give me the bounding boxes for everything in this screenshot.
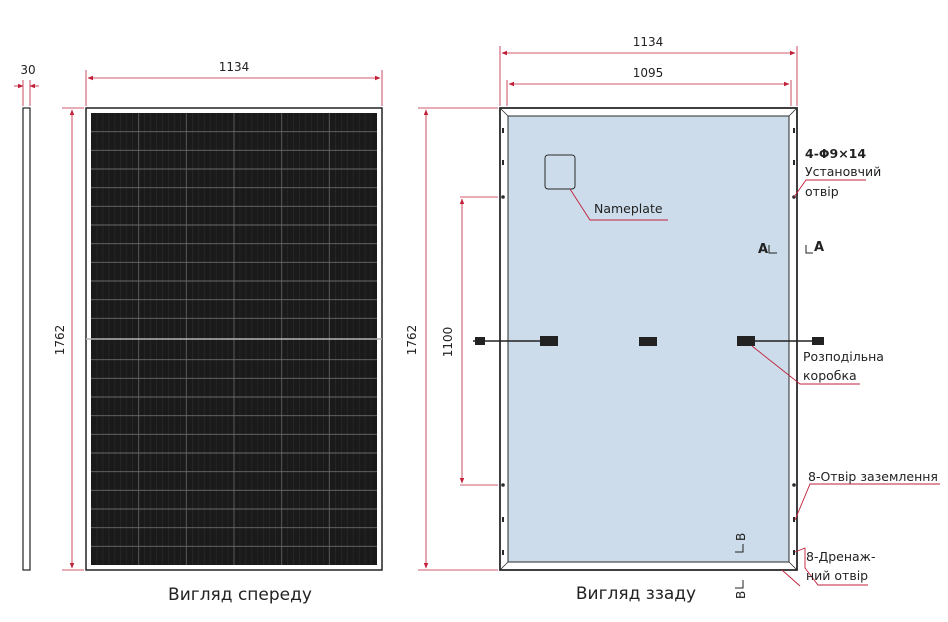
back-view: 1134 1095 1762 1100 <box>405 35 940 604</box>
front-height-label: 1762 <box>53 325 67 356</box>
section-a-right-letter: A <box>814 240 824 255</box>
section-b-top-letter: B <box>734 533 748 541</box>
frame-holes <box>501 128 796 555</box>
section-a-left-letter: A <box>758 242 768 257</box>
grounding-hole <box>793 517 795 522</box>
mounting-hole-label-line1: Установчий <box>805 164 881 179</box>
junction-box-label-line2: коробка <box>803 368 857 383</box>
mounting-hole-label-line2: отвір <box>805 184 839 199</box>
connector-left <box>475 337 485 345</box>
back-view-caption: Вигляд ззаду <box>576 584 696 604</box>
front-width-label: 1134 <box>219 60 250 74</box>
mounting-hole <box>792 483 796 487</box>
section-b-bottom-letter: B <box>734 591 748 599</box>
front-view-caption: Вигляд спереду <box>168 585 312 605</box>
junction-box-right <box>737 336 755 346</box>
drain-hole <box>793 550 795 555</box>
cables <box>473 336 824 346</box>
back-mounting-span-label: 1100 <box>441 327 455 358</box>
back-inner-width-label: 1095 <box>633 66 664 80</box>
junction-box-center <box>639 337 657 346</box>
connector-right <box>812 337 824 345</box>
back-height-label: 1762 <box>405 325 419 356</box>
side-thickness-label: 30 <box>20 63 35 77</box>
drain-hole-label-line2: ний отвір <box>806 568 868 583</box>
nameplate <box>544 154 576 190</box>
drain-hole-label-line1: 8-Дренаж- <box>806 549 875 564</box>
back-outer-width-label: 1134 <box>633 35 664 49</box>
grounding-hole <box>502 517 504 522</box>
nameplate-label: Nameplate <box>594 201 663 216</box>
junction-box-label-line1: Розподільна <box>803 349 884 364</box>
front-cell-grid <box>86 113 382 565</box>
junction-box-left <box>540 336 558 346</box>
grounding-hole-label: 8-Отвір заземлення <box>808 469 938 484</box>
drain-hole <box>502 550 504 555</box>
side-view: 30 <box>14 63 39 571</box>
side-profile <box>22 107 31 571</box>
front-view: 1134 1762 Вигляд спереду <box>53 60 383 605</box>
mounting-hole <box>501 195 505 199</box>
mounting-hole-spec: 4-Φ9×14 <box>805 146 866 161</box>
mounting-hole <box>501 483 505 487</box>
